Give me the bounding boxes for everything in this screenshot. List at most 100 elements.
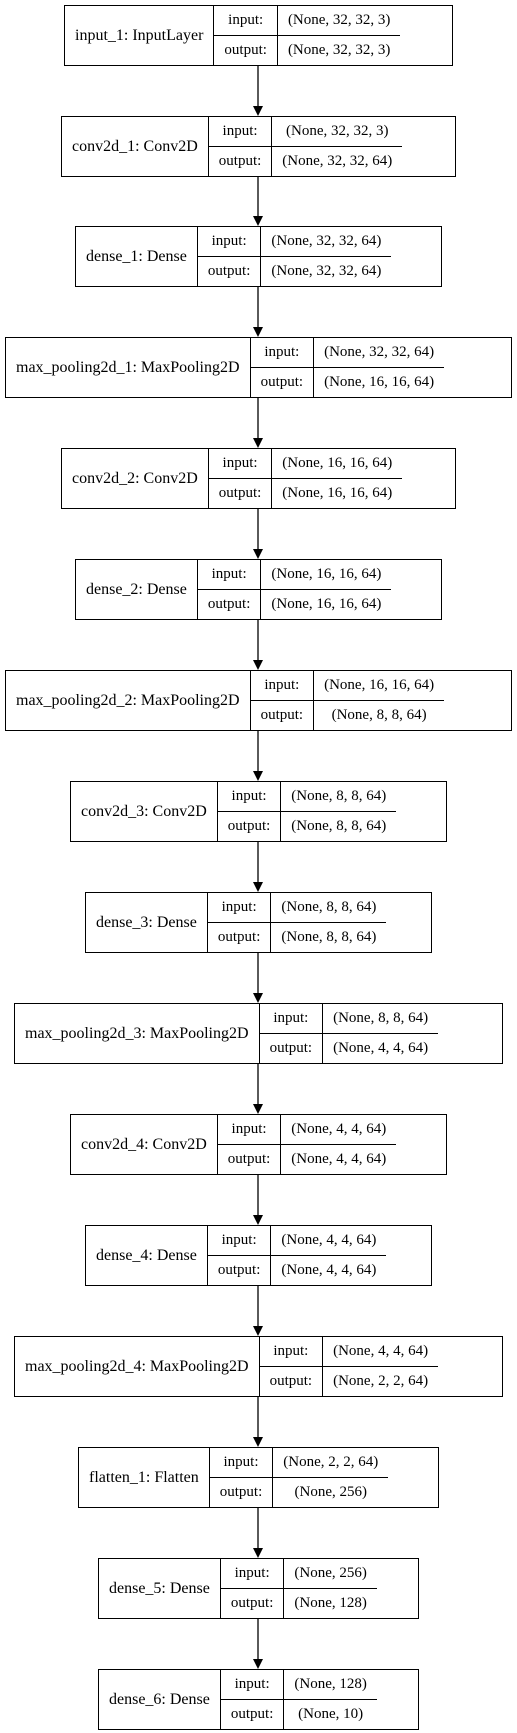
input-port-label: input: (197, 227, 261, 257)
output-port-label: output: (219, 1484, 263, 1500)
layer-name: conv2d_4: Conv2D (71, 1115, 218, 1174)
input-port-label: input: (214, 6, 277, 36)
layer-name: dense_1: Dense (76, 227, 198, 286)
output-port-label: output: (207, 263, 251, 279)
input-shape: (None, 4, 4, 64) (281, 1115, 397, 1145)
output-shape: (None, 256) (294, 1484, 367, 1500)
edge-arrow (253, 842, 263, 892)
input-shape: (None, 4, 4, 64) (323, 1337, 439, 1367)
layer-name: dense_2: Dense (76, 560, 198, 619)
edge-arrow (253, 1397, 263, 1447)
port-labels: input:output: (207, 1226, 272, 1285)
input-shape: (None, 32, 32, 64) (261, 227, 392, 257)
layer-name: max_pooling2d_3: MaxPooling2D (15, 1004, 260, 1063)
shape-values: (None, 8, 8, 64)(None, 4, 4, 64) (323, 1004, 439, 1063)
edge-arrow (253, 953, 263, 1003)
output-shape: (None, 10) (298, 1706, 364, 1722)
output-port-label: output: (269, 1373, 313, 1389)
output-shape: (None, 16, 16, 64) (282, 485, 393, 501)
shape-values: (None, 4, 4, 64) (None, 4, 4, 64) (271, 1226, 387, 1285)
input-port-label: input: (250, 338, 314, 368)
output-shape: (None, 16, 16, 64) (271, 596, 382, 612)
input-port-label: input: (217, 1115, 281, 1145)
input-port-label: input: (207, 1226, 271, 1256)
input-port-label: input: (197, 560, 261, 590)
layer-name: dense_6: Dense (99, 1670, 221, 1729)
port-labels: input: output: (217, 1115, 282, 1174)
output-shape: (None, 32, 32, 3) (287, 42, 391, 58)
output-port-label: output: (227, 1151, 271, 1167)
output-shape: (None, 4, 4, 64) (281, 1262, 377, 1278)
edge-arrow (253, 1619, 263, 1669)
layer-name: max_pooling2d_4: MaxPooling2D (15, 1337, 260, 1396)
port-labels: input: output: (250, 338, 315, 397)
layer-name: conv2d_3: Conv2D (71, 782, 218, 841)
edge-arrow (253, 398, 263, 448)
layer-name: max_pooling2d_1: MaxPooling2D (6, 338, 251, 397)
port-labels: input: output: (214, 6, 278, 65)
shape-values: (None, 8, 8, 64)(None, 8, 8, 64) (281, 782, 397, 841)
port-labels: input: output: (220, 1670, 285, 1729)
input-port-label: input: (208, 117, 272, 147)
input-port-label: input: (207, 893, 271, 923)
output-port-label: output: (260, 707, 304, 723)
shape-values: (None, 32, 32, 64) (None, 32, 32, 64) (261, 227, 392, 286)
shape-values: (None, 4, 4, 64)(None, 2, 2, 64) (323, 1337, 439, 1396)
layer-name: max_pooling2d_2: MaxPooling2D (6, 671, 251, 730)
shape-values: (None, 16, 16, 64)(None, 16, 16, 64) (272, 449, 403, 508)
input-shape: (None, 32, 32, 64) (314, 338, 445, 368)
output-port-label: output: (269, 1040, 313, 1056)
input-port-label: input: (209, 1448, 273, 1478)
output-port-label: output: (260, 374, 304, 390)
shape-values: (None, 256)(None, 128) (284, 1559, 377, 1618)
output-port-label: output: (230, 1595, 274, 1611)
input-shape: (None, 32, 32, 3) (277, 6, 401, 36)
port-labels: input:output: (259, 1004, 324, 1063)
layer-name: dense_3: Dense (86, 893, 208, 952)
port-labels: input:output: (259, 1337, 324, 1396)
input-shape: (None, 8, 8, 64) (323, 1004, 439, 1034)
input-port-label: input: (220, 1670, 284, 1700)
shape-values: (None, 8, 8, 64)(None, 8, 8, 64) (271, 893, 387, 952)
port-labels: input: output: (220, 1559, 285, 1618)
output-port-label: output: (230, 1706, 274, 1722)
edge-arrow (253, 66, 263, 116)
edge-arrow (253, 731, 263, 781)
layer-name: dense_4: Dense (86, 1226, 208, 1285)
layer-name: conv2d_2: Conv2D (62, 449, 209, 508)
input-port-label: input: (220, 1559, 284, 1589)
output-port-label: output: (224, 42, 267, 58)
layer-name: conv2d_1: Conv2D (62, 117, 209, 176)
input-port-label: input: (250, 671, 314, 701)
port-labels: input: output: (207, 893, 272, 952)
output-shape: (None, 32, 32, 64) (282, 153, 393, 169)
output-shape: (None, 32, 32, 64) (271, 263, 382, 279)
output-port-label: output: (217, 929, 261, 945)
edge-arrow (253, 620, 263, 670)
port-labels: input: output: (197, 227, 262, 286)
shape-values: (None, 16, 16, 64)(None, 8, 8, 64) (314, 671, 445, 730)
output-shape: (None, 16, 16, 64) (324, 374, 435, 390)
shape-values: (None, 128)(None, 10) (284, 1670, 377, 1729)
output-port-label: output: (218, 485, 262, 501)
input-shape: (None, 8, 8, 64) (271, 893, 387, 923)
input-shape: (None, 16, 16, 64) (314, 671, 445, 701)
edge-arrow (253, 287, 263, 337)
output-port-label: output: (207, 596, 251, 612)
edge-arrow (253, 1508, 263, 1558)
port-labels: input: output: (250, 671, 315, 730)
shape-values: (None, 2, 2, 64) (None, 256) (273, 1448, 389, 1507)
input-shape: (None, 4, 4, 64) (271, 1226, 387, 1256)
input-shape: (None, 2, 2, 64) (273, 1448, 389, 1478)
layer-name: dense_5: Dense (99, 1559, 221, 1618)
